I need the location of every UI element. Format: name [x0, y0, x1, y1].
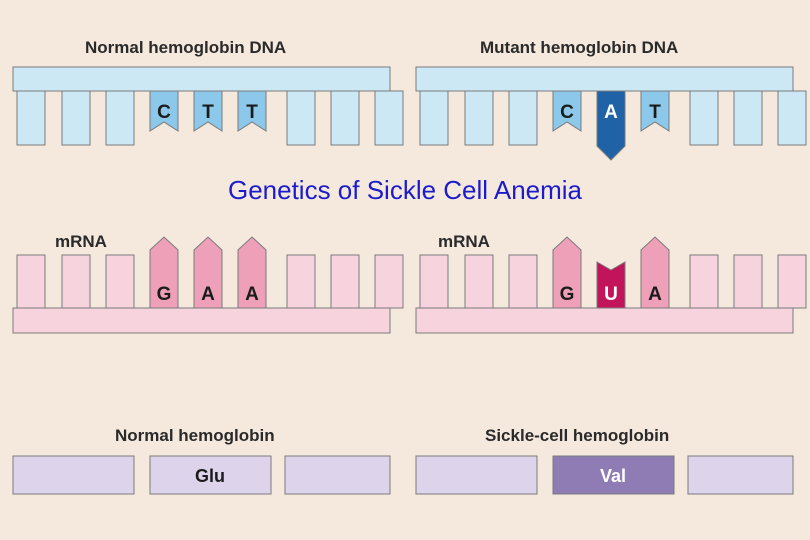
sickle-protein-segment-right — [687, 455, 794, 495]
normal-protein-label: Normal hemoglobin — [115, 426, 275, 445]
normal-mrna-base-2 — [193, 236, 223, 309]
normal-protein-amino-acid: Glu — [195, 466, 225, 486]
mutant-mrna-base-2 — [596, 261, 626, 309]
normal-protein-segment-left — [12, 455, 135, 495]
normal-protein-segment-center — [149, 455, 272, 495]
normal-mrna-tooth-9 — [374, 254, 404, 309]
mutant-dna-tooth-3 — [508, 90, 538, 146]
mutant-mrna-tooth-3 — [508, 254, 538, 309]
normal-mrna-base-1 — [149, 236, 179, 309]
mutant-dna-base-letter-2: A — [604, 102, 618, 123]
normal-dna-tooth-1 — [16, 90, 46, 146]
mutant-dna-tooth-2 — [464, 90, 494, 146]
mutant-mrna-base-3 — [640, 236, 670, 309]
mutant-mrna-tooth-7 — [689, 254, 719, 309]
mutant-dna-base-2 — [596, 90, 626, 161]
normal-dna-tooth-8 — [330, 90, 360, 146]
normal-mrna-tooth-7 — [286, 254, 316, 309]
normal-mrna-base-letter-2: A — [201, 284, 215, 305]
normal-mrna-base-letter-1: G — [157, 284, 172, 305]
mutant-mrna-tooth-2 — [464, 254, 494, 309]
sickle-protein-amino-acid: Val — [600, 466, 626, 486]
normal-dna-base-1 — [149, 90, 179, 132]
mutant-mrna-tooth-9 — [777, 254, 807, 309]
normal-mrna-tooth-2 — [61, 254, 91, 309]
mutant-mrna-base-letter-3: A — [648, 284, 662, 305]
sickle-protein-segment-left — [415, 455, 538, 495]
mutant-dna-tooth-1 — [419, 90, 449, 146]
mutant-mrna-label: mRNA — [438, 232, 490, 251]
normal-dna-base-letter-2: T — [202, 102, 214, 123]
mutant-mrna-base-letter-2: U — [604, 284, 618, 305]
normal-mrna-base-3 — [237, 236, 267, 309]
mutant-dna-tooth-7 — [689, 90, 719, 146]
mutant-mrna-tooth-1 — [419, 254, 449, 309]
normal-dna-label: Normal hemoglobin DNA — [85, 38, 287, 57]
mutant-dna-tooth-8 — [733, 90, 763, 146]
normal-dna-tooth-9 — [374, 90, 404, 146]
mutant-dna-label: Mutant hemoglobin DNA — [480, 38, 679, 57]
normal-dna-backbone — [12, 66, 391, 92]
normal-mrna-tooth-8 — [330, 254, 360, 309]
normal-protein-segment-right — [284, 455, 391, 495]
normal-dna-tooth-3 — [105, 90, 135, 146]
normal-mrna-tooth-1 — [16, 254, 46, 309]
sickle-protein-segment-center — [552, 455, 675, 495]
page-title: Genetics of Sickle Cell Anemia — [227, 175, 583, 205]
normal-dna-tooth-7 — [286, 90, 316, 146]
normal-dna-base-letter-3: T — [246, 102, 258, 123]
normal-dna-base-2 — [193, 90, 223, 132]
normal-dna-base-3 — [237, 90, 267, 132]
mutant-mrna-base-1 — [552, 236, 582, 309]
sickle-protein-label: Sickle-cell hemoglobin — [485, 426, 670, 445]
mutant-dna-base-1 — [552, 90, 582, 132]
mutant-dna-base-3 — [640, 90, 670, 132]
normal-mrna-backbone — [12, 307, 391, 334]
mutant-mrna-tooth-8 — [733, 254, 763, 309]
normal-mrna-base-letter-3: A — [245, 284, 259, 305]
normal-dna-base-letter-1: C — [157, 102, 171, 123]
normal-mrna-label: mRNA — [55, 232, 107, 251]
normal-mrna-tooth-3 — [105, 254, 135, 309]
mutant-dna-base-letter-1: C — [560, 102, 574, 123]
mutant-dna-tooth-9 — [777, 90, 807, 146]
normal-dna-tooth-2 — [61, 90, 91, 146]
mutant-dna-base-letter-3: T — [649, 102, 661, 123]
mutant-mrna-base-letter-1: G — [560, 284, 575, 305]
mutant-dna-backbone — [415, 66, 794, 92]
mutant-mrna-backbone — [415, 307, 794, 334]
